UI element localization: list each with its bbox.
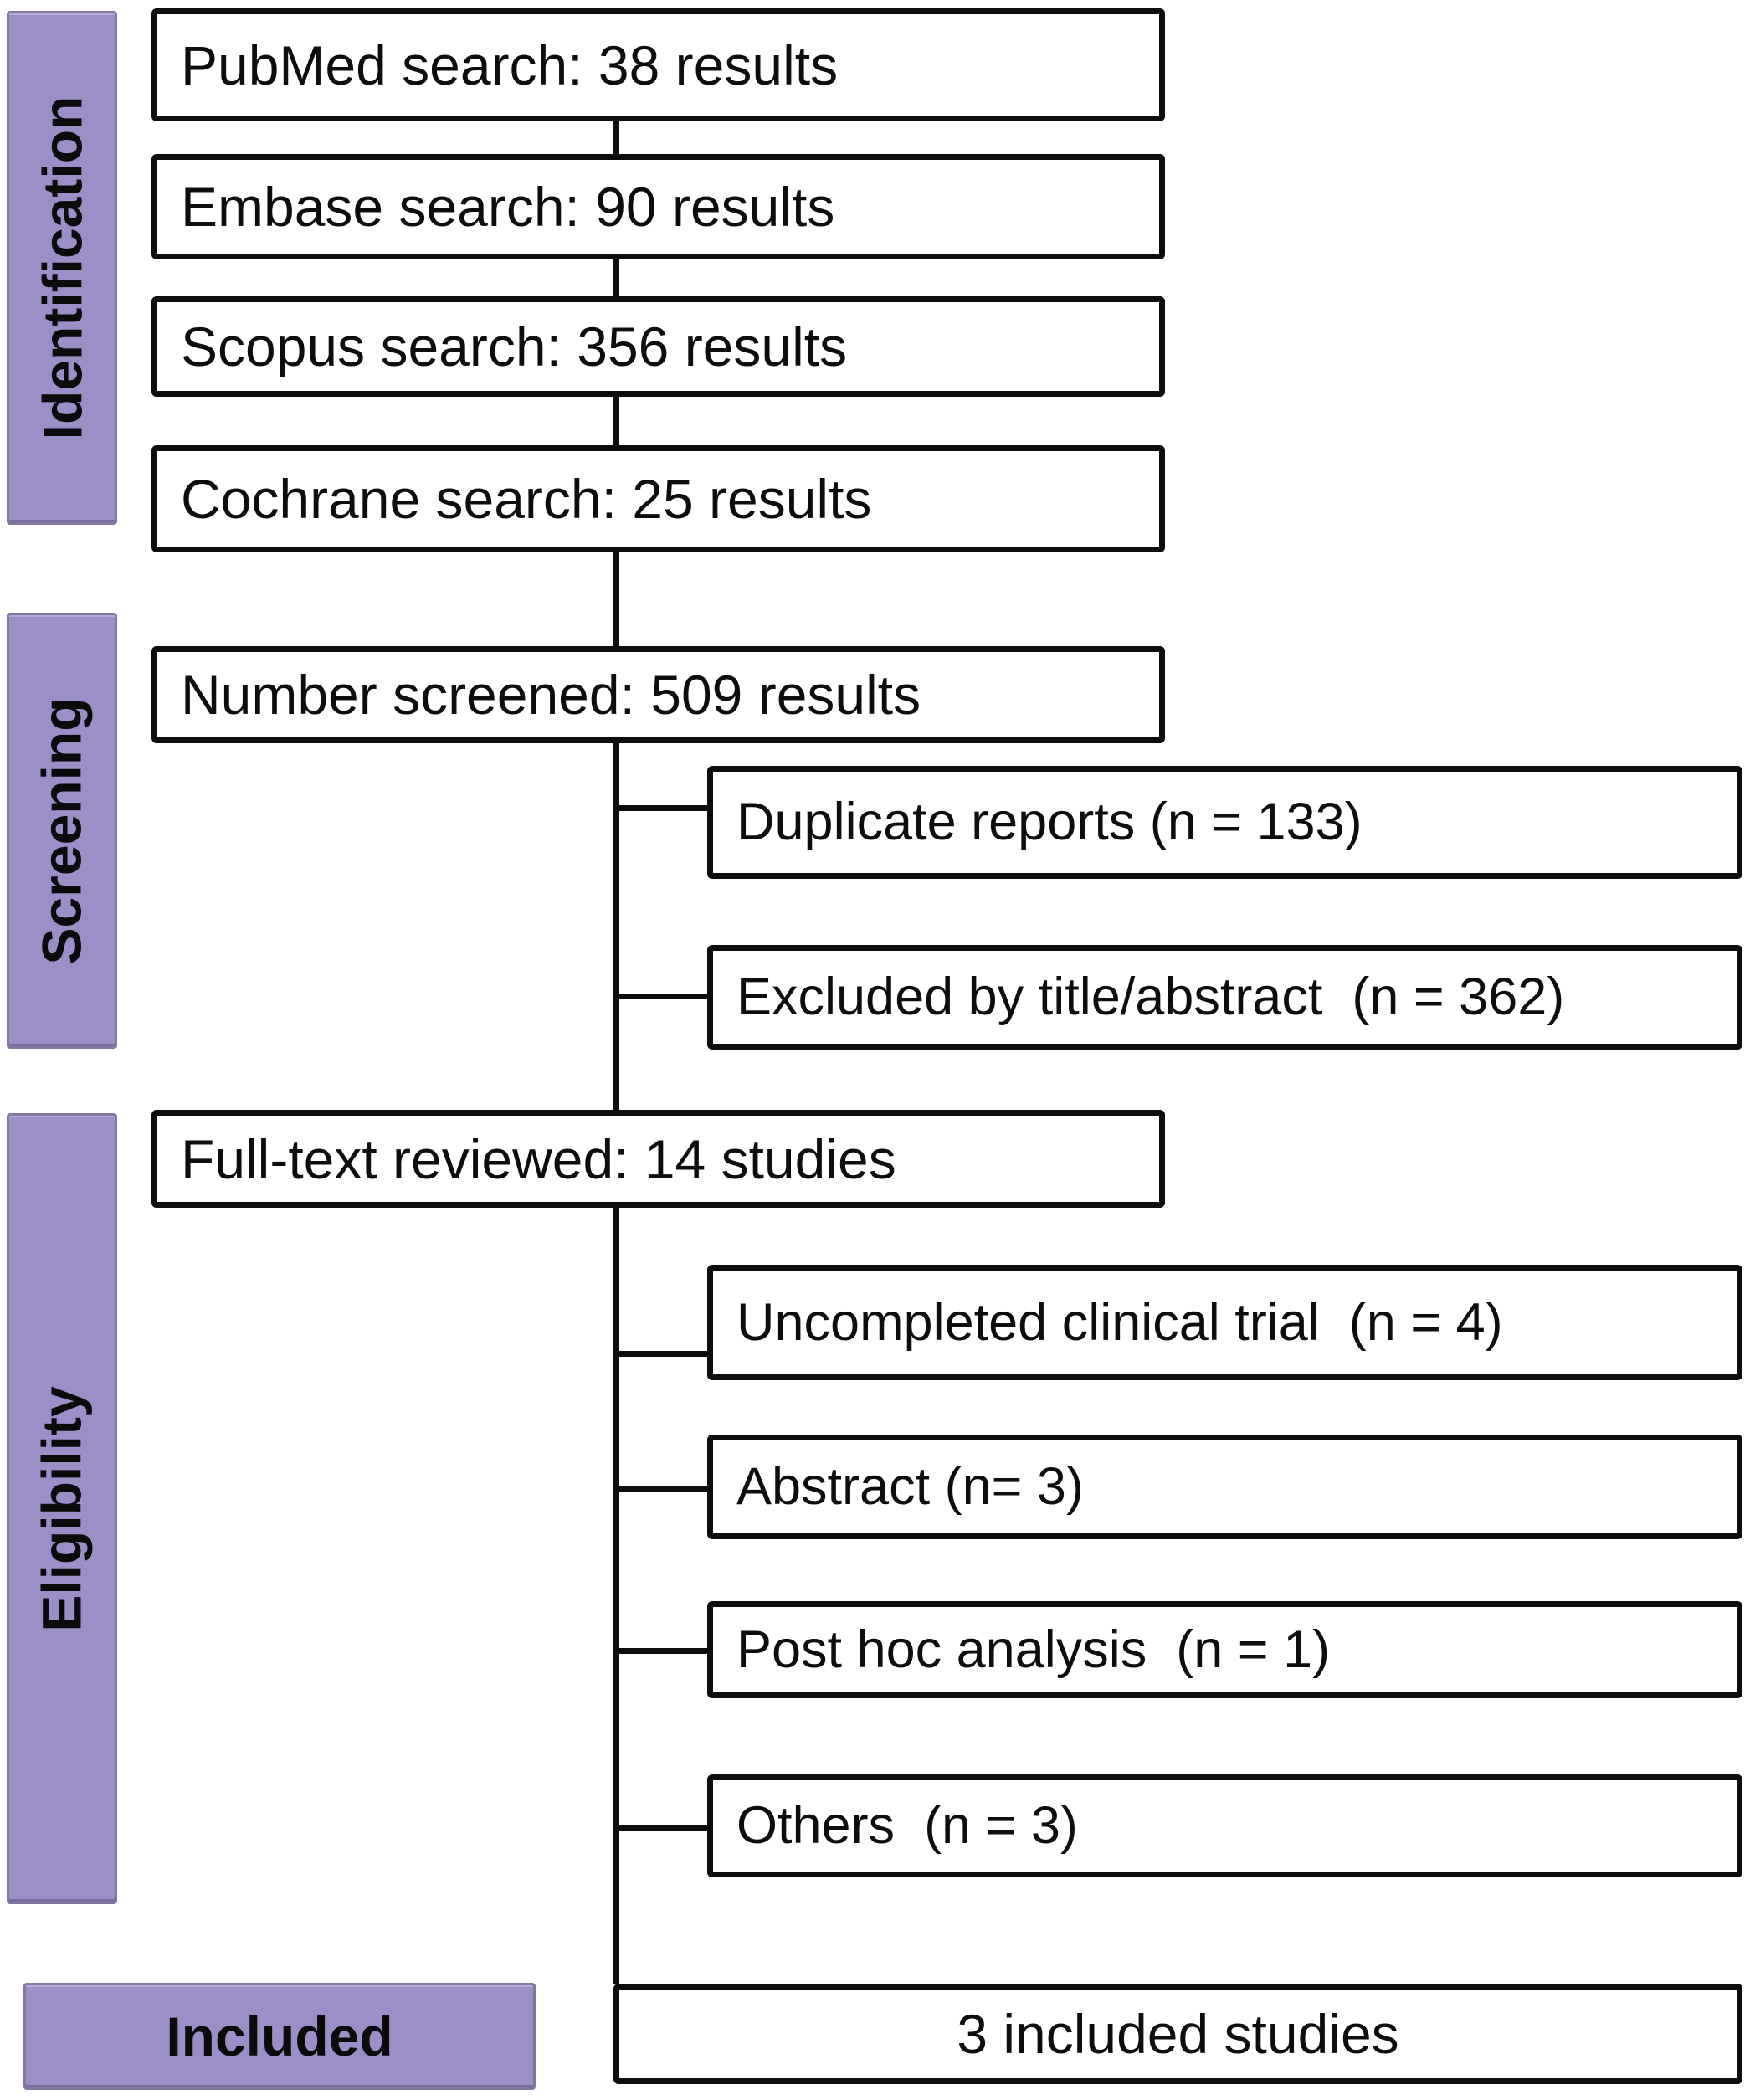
box-embase-search: Embase search: 90 results [151, 154, 1165, 259]
branch-line-abstract [613, 1486, 707, 1492]
box-fulltext-reviewed-label: Full-text reviewed: 14 studies [181, 1127, 896, 1190]
box-cochrane-search-label: Cochrane search: 25 results [181, 468, 872, 530]
branch-line-uncompleted [613, 1351, 707, 1357]
box-abstract-only: Abstract (n= 3) [707, 1435, 1742, 1539]
stage-label-identification: Identification [31, 95, 94, 440]
box-scopus-search-label: Scopus search: 356 results [181, 316, 848, 377]
connector-line-embase-scopus [613, 259, 619, 296]
connector-line-screened-fulltext [613, 743, 619, 1110]
box-scopus-search: Scopus search: 356 results [151, 296, 1165, 397]
stage-band-screening: Screening [7, 613, 117, 1049]
box-uncompleted-trial: Uncompleted clinical trial (n = 4) [707, 1265, 1742, 1380]
branch-line-posthoc [613, 1648, 707, 1654]
branch-line-others [613, 1825, 707, 1831]
box-excluded-title-abstract-label: Excluded by title/abstract (n = 362) [736, 968, 1565, 1026]
box-post-hoc-analysis-label: Post hoc analysis (n = 1) [736, 1620, 1331, 1679]
box-duplicate-reports: Duplicate reports (n = 133) [707, 766, 1742, 879]
stage-band-eligibility: Eligibility [7, 1113, 117, 1904]
box-others: Others (n = 3) [707, 1774, 1742, 1877]
stage-label-screening: Screening [31, 696, 94, 965]
box-duplicate-reports-label: Duplicate reports (n = 133) [736, 793, 1363, 851]
box-included-studies: 3 included studies [613, 1984, 1742, 2084]
box-post-hoc-analysis: Post hoc analysis (n = 1) [707, 1601, 1742, 1698]
connector-line-fulltext-included [613, 1208, 619, 1984]
stage-label-included: Included [166, 2005, 393, 2067]
box-abstract-only-label: Abstract (n= 3) [736, 1457, 1084, 1516]
box-excluded-title-abstract: Excluded by title/abstract (n = 362) [707, 945, 1742, 1050]
box-pubmed-search-label: PubMed search: 38 results [181, 33, 839, 96]
box-pubmed-search: PubMed search: 38 results [151, 8, 1165, 121]
box-number-screened-label: Number screened: 509 results [181, 664, 921, 726]
connector-line-pubmed-embase [613, 121, 619, 154]
connector-line-scopus-cochrane [613, 397, 619, 445]
stage-label-eligibility: Eligibility [31, 1385, 94, 1632]
box-included-studies-label: 3 included studies [957, 2003, 1399, 2065]
box-cochrane-search: Cochrane search: 25 results [151, 445, 1165, 552]
branch-line-excluded [613, 994, 707, 999]
branch-line-duplicates [613, 805, 707, 811]
box-fulltext-reviewed: Full-text reviewed: 14 studies [151, 1110, 1165, 1208]
box-others-label: Others (n = 3) [736, 1796, 1078, 1855]
box-embase-search-label: Embase search: 90 results [181, 176, 835, 238]
box-uncompleted-trial-label: Uncompleted clinical trial (n = 4) [736, 1292, 1503, 1352]
stage-band-included: Included [23, 1983, 536, 2090]
stage-band-identification: Identification [7, 11, 117, 525]
connector-line-cochrane-screened [613, 552, 619, 646]
box-number-screened: Number screened: 509 results [151, 646, 1165, 743]
